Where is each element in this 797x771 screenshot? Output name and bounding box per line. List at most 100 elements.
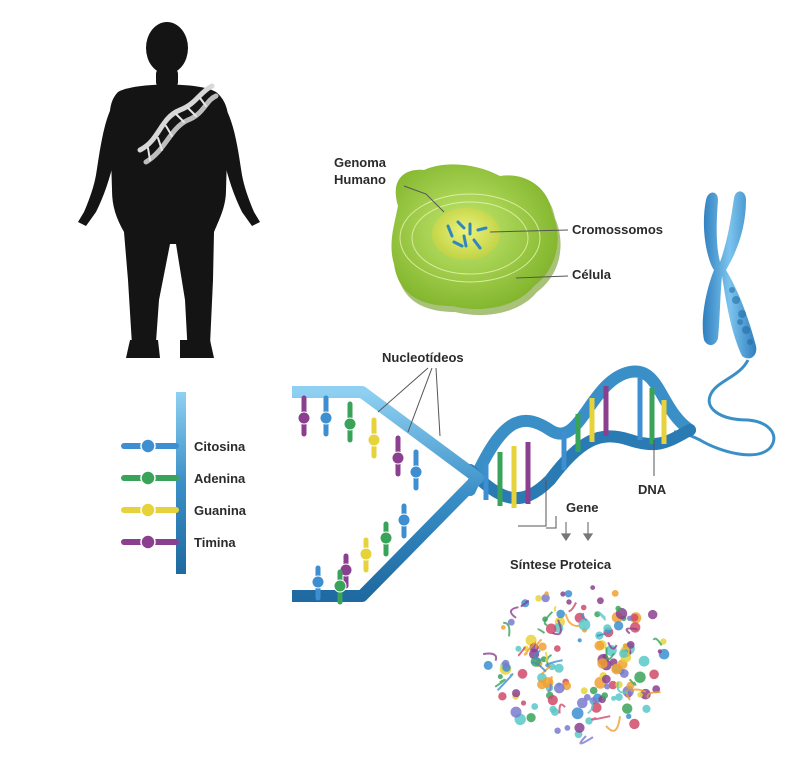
- protein-chain: [587, 699, 594, 715]
- protein-chain: [646, 691, 661, 699]
- fork-nucleotide-base: [367, 433, 381, 447]
- protein-atom: [615, 605, 621, 612]
- gene-label: Gene: [566, 500, 599, 515]
- cell-label: Célula: [572, 267, 612, 282]
- protein-atom: [502, 659, 510, 668]
- protein-atom: [590, 585, 596, 590]
- dna-label: DNA: [638, 482, 667, 497]
- protein-atom: [626, 713, 632, 719]
- dna-helix: [464, 365, 696, 508]
- legend-label: Guanina: [194, 503, 247, 518]
- protein-atom: [483, 660, 493, 670]
- protein-atom: [649, 669, 659, 680]
- protein-atom: [554, 663, 564, 673]
- helix-base-pairs: [483, 378, 667, 508]
- protein-atom: [497, 674, 503, 680]
- protein-chain: [517, 646, 526, 657]
- helix-strand-b: [464, 424, 696, 504]
- fork-nucleotide-base: [397, 513, 411, 527]
- nucleotides-label: Nucleotídeos: [382, 350, 464, 365]
- legend-item-adenina: Adenina: [121, 470, 246, 486]
- fork-nucleotide-base: [379, 531, 393, 545]
- protein-atom: [642, 704, 651, 714]
- fork-nucleotide-base: [359, 547, 373, 561]
- protein-atom: [634, 671, 646, 683]
- protein-atom: [652, 685, 661, 693]
- cell-labels: Genoma Humano Cromossomos Célula: [334, 155, 663, 282]
- protein-atom: [601, 674, 611, 684]
- protein-atom: [627, 615, 633, 621]
- protein-atom: [630, 622, 641, 633]
- protein-chain: [533, 649, 542, 661]
- nucleus: [432, 208, 500, 260]
- genome-label-line2: Humano: [334, 172, 386, 187]
- protein-atom: [517, 668, 528, 679]
- helix-strand-a: [464, 365, 696, 496]
- protein-atom: [564, 590, 573, 598]
- protein-chain: [531, 661, 547, 673]
- legend-label: Timina: [194, 535, 236, 550]
- protein-chain: [536, 628, 546, 634]
- protein-atom: [660, 638, 667, 645]
- protein-atom: [541, 593, 550, 603]
- protein-atom: [566, 599, 572, 605]
- legend-backbone: [176, 392, 186, 574]
- protein-atom: [626, 641, 635, 649]
- nucleotides-callout: Nucleotídeos: [377, 350, 464, 437]
- protein-chain: [552, 619, 562, 636]
- legend-item-citosina: Citosina: [121, 438, 246, 454]
- protein-atom: [529, 649, 540, 660]
- protein-atom: [577, 638, 582, 643]
- protein-chain: [597, 611, 607, 621]
- protein-atom: [560, 591, 566, 597]
- chromosome-specks: [446, 220, 488, 250]
- fork-nucleotide-base: [343, 417, 357, 431]
- protein-synthesis-label: Síntese Proteica: [510, 557, 612, 572]
- protein-atom: [629, 718, 640, 730]
- protein-atom: [637, 692, 643, 698]
- human-silhouette: [78, 22, 260, 358]
- protein-chain: [520, 600, 530, 608]
- protein-atom: [657, 649, 662, 654]
- fork-nucleotide-base: [391, 451, 405, 465]
- protein-atom: [501, 625, 506, 630]
- fork-nucleotide-base: [409, 465, 423, 479]
- chromosomes-label: Cromossomos: [572, 222, 663, 237]
- protein-atom: [544, 591, 549, 596]
- protein-chain: [547, 682, 552, 692]
- legend-nucleotide-icon: [140, 470, 156, 486]
- legend-label: Citosina: [194, 439, 246, 454]
- protein-chain: [591, 715, 611, 721]
- protein-chain: [558, 703, 566, 714]
- protein-atom: [619, 649, 628, 658]
- protein-chain: [496, 673, 514, 691]
- protein-chain: [568, 602, 577, 613]
- protein-chain: [509, 606, 519, 619]
- protein-chain: [628, 678, 637, 686]
- protein-atom: [630, 613, 639, 622]
- protein-atom: [554, 727, 561, 734]
- replication-fork: [292, 386, 484, 605]
- protein-atom: [510, 706, 522, 718]
- protein-atom: [511, 689, 521, 698]
- dna-callout: DNA: [638, 440, 667, 497]
- fork-nucleotide-base: [333, 579, 347, 593]
- protein-atom: [520, 700, 527, 706]
- protein-chain: [579, 735, 594, 745]
- protein-chain: [543, 611, 554, 626]
- protein-atom: [611, 663, 623, 675]
- fork-nucleotide-base: [311, 575, 325, 589]
- protein-atom: [537, 679, 547, 690]
- protein-atom: [611, 590, 619, 597]
- protein-atom: [591, 702, 602, 713]
- protein-atom: [535, 595, 542, 602]
- protein-atom: [580, 604, 587, 611]
- protein-chain: [535, 638, 543, 649]
- legend-nucleotide-icon: [140, 502, 156, 518]
- gene-callout: Gene Síntese Proteica: [510, 480, 612, 572]
- protein-atom: [580, 687, 588, 695]
- protein-chain: [652, 637, 663, 646]
